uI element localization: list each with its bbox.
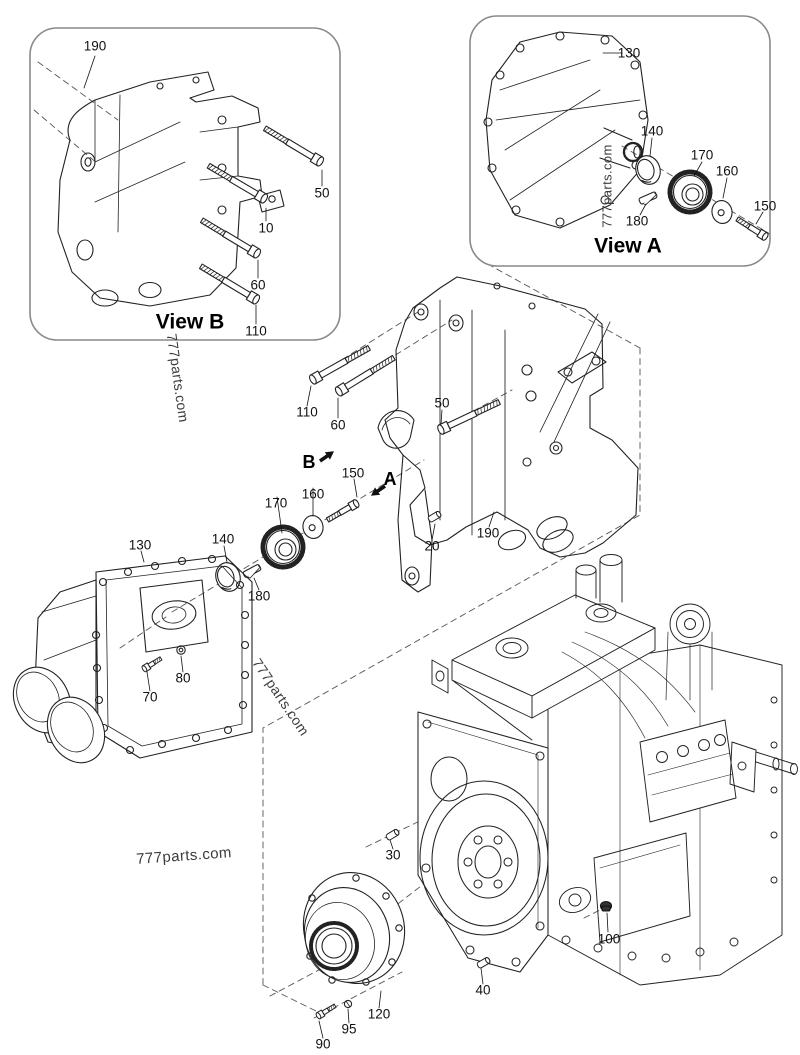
direction-label-b: B [302,452,316,472]
callout-20-main: 20 [424,538,440,554]
watermark-view-a: 777parts.com [599,144,615,228]
direction-label-a: A [383,469,397,489]
callout-190-viewb: 190 [83,38,107,54]
direction-arrows [319,451,386,496]
view-a-panel [469,15,771,267]
callout-50-viewb: 50 [314,185,330,201]
callout-70-pump: 70 [142,689,158,705]
callout-80-pump: 80 [175,670,191,686]
callout-130-pump: 130 [128,537,152,553]
callout-180-viewa: 180 [625,213,649,229]
view-b-bracket-drawing [57,71,285,307]
callout-110-main: 110 [296,404,318,420]
engine-drawing [417,554,798,986]
callout-30-engine: 30 [385,847,401,863]
callout-170-viewa: 170 [690,147,714,163]
callout-190-main: 190 [476,525,500,541]
callout-100-engine: 100 [597,931,621,947]
callout-60-main: 60 [330,417,346,433]
callout-50-main: 50 [434,395,450,411]
callout-160-main: 160 [301,486,325,502]
callout-180-main: 180 [247,588,271,604]
callout-160-viewa: 160 [715,163,739,179]
main-housing-drawing [377,276,639,593]
callout-110-viewb: 110 [245,323,267,339]
callout-170-main: 170 [264,495,288,511]
callout-95-engine: 95 [341,1021,357,1037]
callout-120-engine: 120 [367,1006,391,1022]
pump-drawing [12,554,253,764]
callout-40-engine: 40 [475,982,491,998]
view-a-gear-stack [631,151,770,242]
callout-90-engine: 90 [315,1036,331,1052]
callout-150-viewa: 150 [753,198,777,214]
callout-130-viewa: 130 [617,45,641,61]
callout-140-main: 140 [211,531,235,547]
view-b-panel [29,27,341,341]
view-b-title: View B [155,310,225,334]
callout-leader-lines [83,52,764,1039]
callout-60-viewb: 60 [250,277,266,293]
callout-140-viewa: 140 [640,123,664,139]
callout-150-main: 150 [341,465,365,481]
view-a-title: View A [594,234,662,258]
main-gear-stack [211,498,361,596]
plug-100 [599,900,613,912]
callout-10-viewb: 10 [258,220,274,236]
view-a-gearbox-drawing [483,31,649,229]
coupling-drawing [302,828,613,1021]
